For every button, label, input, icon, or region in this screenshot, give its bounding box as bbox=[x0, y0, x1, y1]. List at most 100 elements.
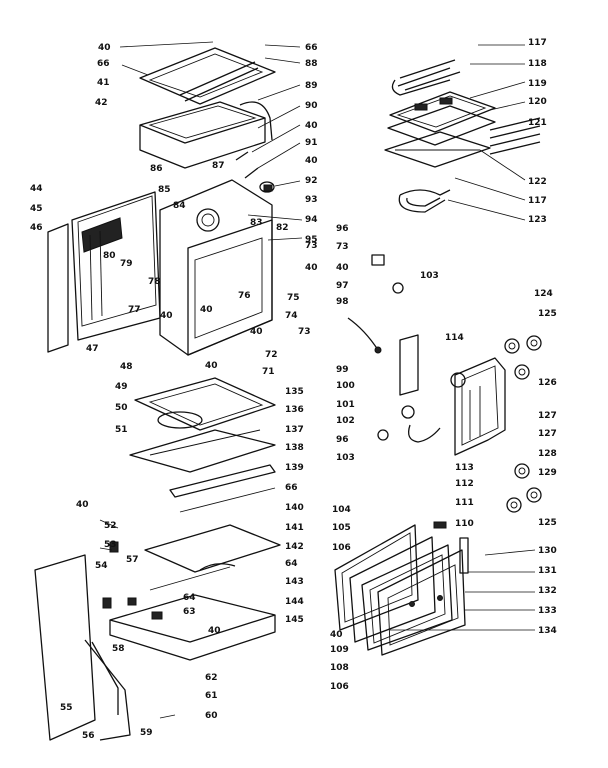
part-callout: 49 bbox=[115, 382, 128, 392]
part-callout: 103 bbox=[336, 453, 355, 463]
part-callout: 41 bbox=[97, 78, 110, 88]
part-callout: 145 bbox=[285, 615, 304, 625]
part-callout: 104 bbox=[332, 505, 351, 515]
part-callout: 66 bbox=[285, 483, 298, 493]
part-callout: 132 bbox=[538, 586, 557, 596]
part-callout: 127 bbox=[538, 411, 557, 421]
part-callout: 78 bbox=[148, 277, 161, 287]
part-callout: 56 bbox=[82, 731, 95, 741]
oven-top-assembly bbox=[139, 47, 276, 169]
part-callout: 113 bbox=[455, 463, 474, 473]
part-callout: 94 bbox=[305, 215, 318, 225]
part-callout: 55 bbox=[60, 703, 73, 713]
part-callout: 93 bbox=[305, 195, 318, 205]
part-callout: 40 bbox=[305, 263, 318, 273]
part-callout: 74 bbox=[285, 311, 298, 321]
part-callout: 64 bbox=[183, 593, 196, 603]
part-callout: 40 bbox=[160, 311, 173, 321]
part-callout: 141 bbox=[285, 523, 304, 533]
part-callout: 50 bbox=[115, 403, 128, 413]
part-callout: 135 bbox=[285, 387, 304, 397]
part-callout: 85 bbox=[158, 185, 171, 195]
part-callout: 138 bbox=[285, 443, 304, 453]
part-callout: 118 bbox=[528, 59, 547, 69]
part-callout: 144 bbox=[285, 597, 304, 607]
part-callout: 109 bbox=[330, 645, 349, 655]
part-callout: 117 bbox=[528, 38, 547, 48]
part-callout: 52 bbox=[104, 521, 117, 531]
drawer-front-panel bbox=[34, 541, 131, 741]
part-callout: 101 bbox=[336, 400, 355, 410]
part-callout: 53 bbox=[104, 540, 117, 550]
part-callout: 134 bbox=[538, 626, 557, 636]
part-callout: 127 bbox=[538, 429, 557, 439]
part-callout: 64 bbox=[285, 559, 298, 569]
oven-liner bbox=[159, 151, 275, 356]
part-callout: 88 bbox=[305, 59, 318, 69]
part-callout: 117 bbox=[528, 196, 547, 206]
part-callout: 125 bbox=[538, 518, 557, 528]
broiler-compartment bbox=[129, 377, 276, 513]
part-callout: 77 bbox=[128, 305, 141, 315]
part-callout: 120 bbox=[528, 97, 547, 107]
part-callout: 40 bbox=[250, 327, 263, 337]
part-callout: 128 bbox=[538, 449, 557, 459]
part-callout: 46 bbox=[30, 223, 43, 233]
part-callout: 91 bbox=[305, 138, 318, 148]
part-callout: 73 bbox=[298, 327, 311, 337]
part-callout: 58 bbox=[112, 644, 125, 654]
part-callout: 44 bbox=[30, 184, 43, 194]
part-callout: 66 bbox=[305, 43, 318, 53]
part-callout: 137 bbox=[285, 425, 304, 435]
part-callout: 40 bbox=[205, 361, 218, 371]
part-callout: 106 bbox=[330, 682, 349, 692]
part-callout: 114 bbox=[445, 333, 464, 343]
part-callout: 40 bbox=[330, 630, 343, 640]
leader-lines bbox=[99, 41, 536, 719]
part-callout: 42 bbox=[95, 98, 108, 108]
part-callout: 73 bbox=[336, 242, 349, 252]
part-callout: 97 bbox=[336, 281, 349, 291]
part-callout: 108 bbox=[330, 663, 349, 673]
part-callout: 122 bbox=[528, 177, 547, 187]
part-callout: 124 bbox=[534, 289, 553, 299]
part-callout: 54 bbox=[95, 561, 108, 571]
part-callout: 72 bbox=[265, 350, 278, 360]
oven-door-assembly bbox=[334, 521, 469, 656]
part-callout: 73 bbox=[305, 241, 318, 251]
part-callout: 40 bbox=[76, 500, 89, 510]
part-callout: 86 bbox=[150, 164, 163, 174]
part-callout: 57 bbox=[126, 555, 139, 565]
part-callout: 136 bbox=[285, 405, 304, 415]
part-callout: 130 bbox=[538, 546, 557, 556]
part-callout: 98 bbox=[336, 297, 349, 307]
part-callout: 95 bbox=[305, 235, 318, 245]
part-callout: 92 bbox=[305, 176, 318, 186]
part-callout: 66 bbox=[97, 59, 110, 69]
part-callout: 83 bbox=[250, 218, 263, 228]
broiler-pan-assembly bbox=[384, 59, 541, 213]
part-callout: 140 bbox=[285, 503, 304, 513]
part-callout: 40 bbox=[208, 626, 221, 636]
part-callout: 105 bbox=[332, 523, 351, 533]
part-callout: 40 bbox=[200, 305, 213, 315]
part-callout: 80 bbox=[103, 251, 116, 261]
part-callout: 99 bbox=[336, 365, 349, 375]
part-callout: 61 bbox=[205, 691, 218, 701]
part-callout: 123 bbox=[528, 215, 547, 225]
part-callout: 89 bbox=[305, 81, 318, 91]
part-callout: 143 bbox=[285, 577, 304, 587]
part-callout: 47 bbox=[86, 344, 99, 354]
part-callout: 103 bbox=[420, 271, 439, 281]
part-callout: 110 bbox=[455, 519, 474, 529]
part-callout: 112 bbox=[455, 479, 474, 489]
part-callout: 125 bbox=[538, 309, 557, 319]
part-callout: 129 bbox=[538, 468, 557, 478]
part-callout: 40 bbox=[336, 263, 349, 273]
part-callout: 48 bbox=[120, 362, 133, 372]
control-valve-assembly bbox=[347, 254, 506, 456]
part-callout: 71 bbox=[262, 367, 275, 377]
part-callout: 75 bbox=[287, 293, 300, 303]
part-callout: 45 bbox=[30, 204, 43, 214]
